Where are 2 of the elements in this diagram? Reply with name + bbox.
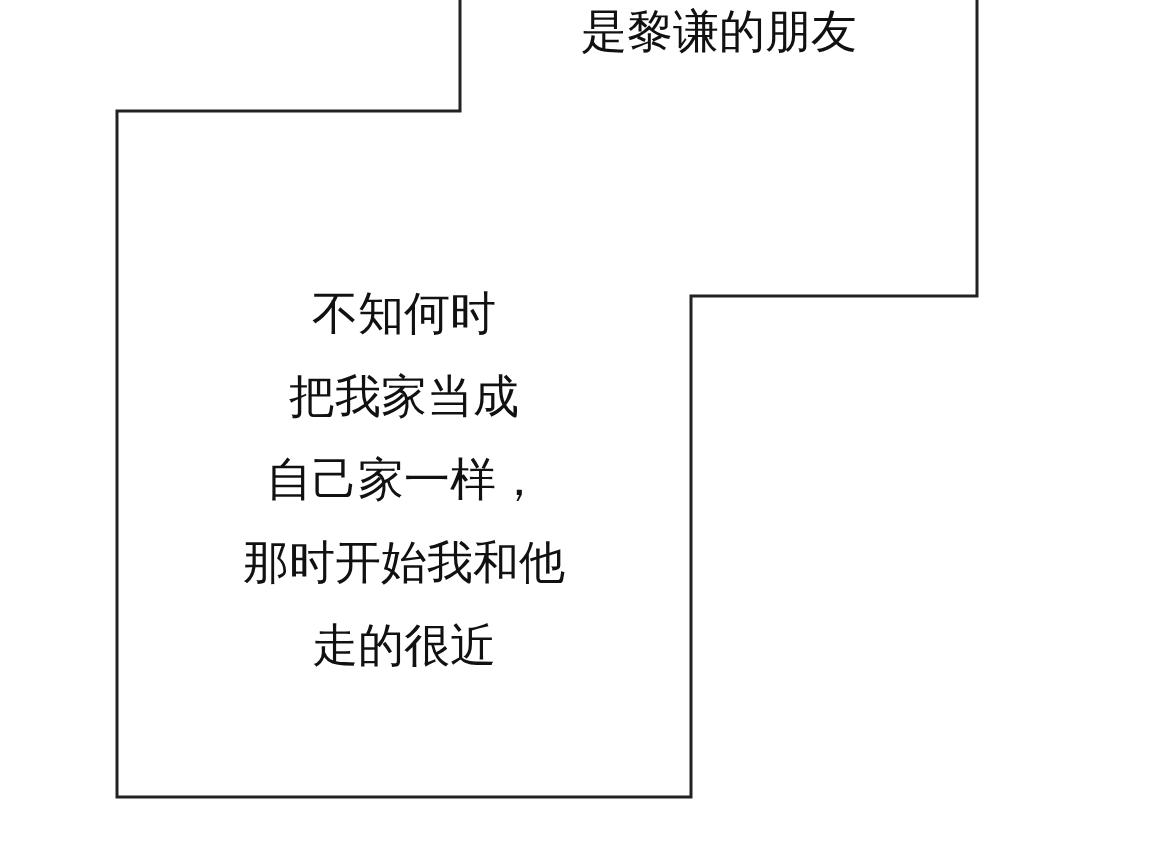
caption-text: 是黎谦的朋友 [580,2,857,60]
caption-text: 不知何时把我家当成自己家一样，那时开始我和他走的很近 [243,285,565,674]
